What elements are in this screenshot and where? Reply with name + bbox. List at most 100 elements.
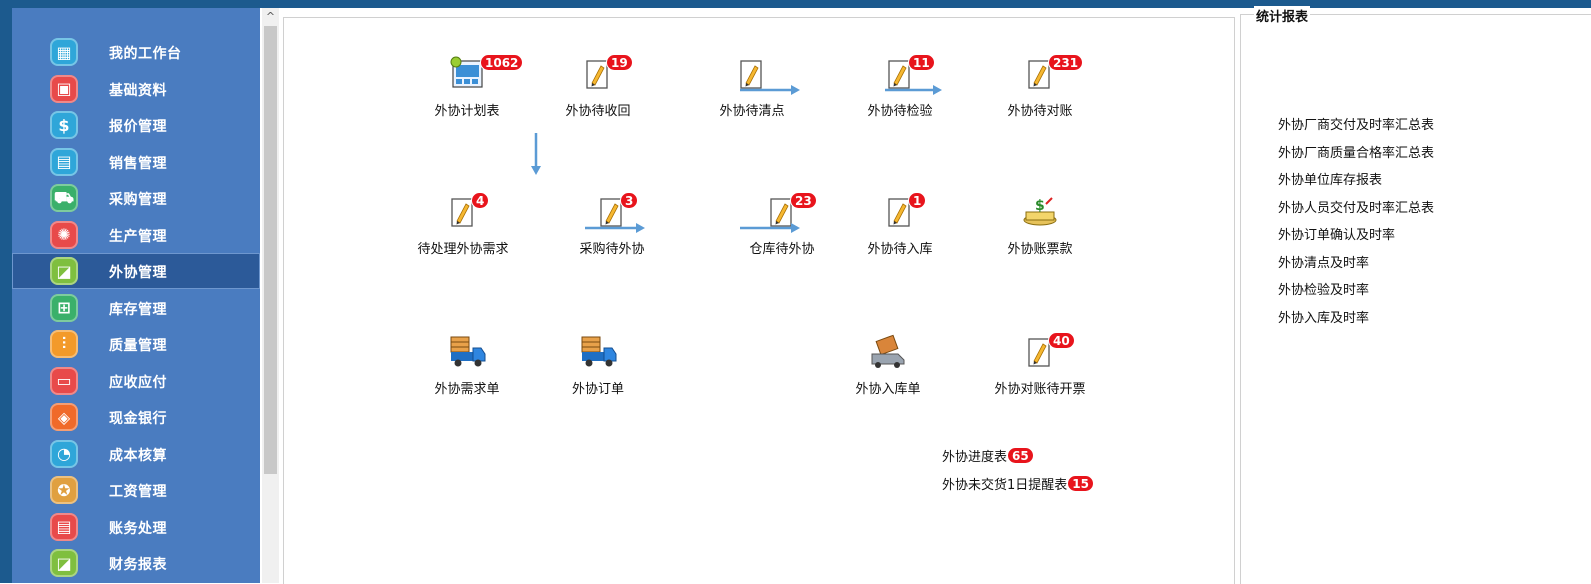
sidebar-item-label: 账务处理 — [109, 520, 167, 537]
flow-node-count[interactable]: 外协待清点 — [682, 54, 822, 124]
count-badge: 1062 — [480, 54, 524, 71]
report-item[interactable]: 外协厂商质量合格率汇总表 — [1278, 145, 1435, 161]
count-badge: 231 — [1048, 54, 1084, 71]
count-badge: 65 — [1007, 447, 1034, 464]
sidebar-item-11[interactable]: ◔ 成本核算 — [12, 436, 260, 472]
flow-node-warehouse[interactable]: 23 仓库待外协 — [712, 192, 852, 262]
sidebar-item-2[interactable]: $ 报价管理 — [12, 107, 260, 143]
sidebar-item-1[interactable]: ▣基础资料 — [12, 71, 260, 107]
report-item[interactable]: 外协入库及时率 — [1278, 310, 1370, 326]
flow-node-reconcile[interactable]: 231 外协待对账 — [970, 54, 1110, 124]
sidebar-item-label: 报价管理 — [109, 119, 167, 135]
flow-node-label: 外协需求单 — [434, 382, 500, 397]
count-badge: 19 — [606, 54, 633, 71]
truck-icon — [447, 334, 487, 372]
flow-node-label: 待处理外协需求 — [417, 242, 509, 257]
reports-panel — [1240, 14, 1591, 584]
calendar-icon: ▤ — [50, 147, 78, 176]
award-icon: ✪ — [50, 476, 78, 504]
svg-text:$: $ — [1035, 198, 1045, 214]
count-badge: 1 — [908, 192, 927, 209]
sidebar-item-0[interactable]: ▦ 我的工作台 — [12, 34, 260, 70]
sidebar-item-10[interactable]: ◈现金银行 — [12, 399, 260, 435]
flow-node-purchase[interactable]: 3 采购待外协 — [542, 192, 682, 262]
sidebar-item-label: 销售管理 — [109, 155, 167, 172]
flow-node-label: 外协待检验 — [867, 104, 933, 119]
flow-node-bills[interactable]: $ 外协账票款 — [970, 192, 1110, 262]
report-item[interactable]: 外协单位库存报表 — [1278, 173, 1383, 188]
flow-node-inbound[interactable]: 外协入库单 — [818, 332, 958, 402]
sidebar-item-label: 工资管理 — [109, 484, 167, 500]
sidebar-item-7[interactable]: ⊞ 库存管理 — [12, 290, 260, 326]
count-badge: 3 — [620, 192, 639, 209]
document-edit-icon — [451, 198, 475, 232]
count-badge: 15 — [1067, 475, 1094, 492]
store-icon: ▦ — [50, 38, 78, 66]
ticket-icon: ◈ — [50, 403, 78, 431]
flow-arrow-icon — [885, 85, 942, 95]
sidebar-item-14[interactable]: ◪财务报表 — [12, 545, 260, 581]
sidebar-item-8[interactable]: ⫶质量管理 — [12, 326, 260, 362]
sidebar-item-3[interactable]: ▤ 销售管理 — [12, 144, 260, 180]
flow-node-recv[interactable]: 19 外协待收回 — [528, 54, 668, 124]
dollar-icon: $ — [50, 111, 78, 139]
flow-node-order[interactable]: 外协订单 — [528, 332, 668, 402]
grid-icon: ⊞ — [50, 293, 78, 322]
sidebar-item-13[interactable]: ▤ 账务处理 — [12, 509, 260, 545]
flow-node-label: 外协待收回 — [565, 104, 631, 119]
sidebar-item-6[interactable]: ◪ 外协管理 — [12, 253, 260, 289]
document-edit-icon — [740, 60, 764, 94]
sidebar-item-5[interactable]: ✺生产管理 — [12, 217, 260, 253]
flow-node-plan[interactable]: 1062 外协计划表 — [397, 54, 537, 124]
flow-node-label: 仓库待外协 — [749, 242, 815, 257]
sidebar-item-4[interactable]: ⛟ 采购管理 — [12, 180, 260, 216]
sidebar-item-label: 我的工作台 — [109, 46, 182, 62]
sliders-icon: ⫶ — [50, 330, 78, 358]
scroll-up-arrow-icon[interactable]: ^ — [265, 10, 276, 23]
flow-node-label: 外协待清点 — [719, 104, 785, 119]
flow-node-stockin[interactable]: 1 外协待入库 — [830, 192, 970, 262]
truck-icon: ⛟ — [50, 184, 78, 212]
document-edit-icon — [1028, 338, 1052, 372]
flow-node-pending[interactable]: 4 待处理外协需求 — [393, 192, 533, 262]
window-left-border — [0, 0, 12, 583]
count-badge: 40 — [1048, 332, 1075, 349]
sidebar-item-label: 采购管理 — [109, 192, 167, 208]
flow-node-label: 外协计划表 — [434, 104, 500, 119]
flow-node-inspect[interactable]: 11 外协待检验 — [830, 54, 970, 124]
report-item[interactable]: 外协人员交付及时率汇总表 — [1278, 200, 1435, 216]
flow-node-label: 外协待对账 — [1007, 104, 1073, 119]
sidebar-item-label: 外协管理 — [109, 265, 167, 281]
plan-icon — [450, 56, 484, 94]
gear-icon: ✺ — [50, 220, 78, 249]
sidebar-item-12[interactable]: ✪ 工资管理 — [12, 472, 260, 508]
delivery-icon — [868, 334, 908, 372]
flow-arrow-icon — [740, 85, 800, 95]
report-item[interactable]: 外协检验及时率 — [1278, 283, 1370, 298]
count-badge: 11 — [908, 54, 935, 71]
count-badge: 4 — [471, 192, 490, 209]
flow-node-demand[interactable]: 外协需求单 — [397, 332, 537, 402]
document-icon: ▤ — [50, 512, 78, 541]
sidebar-item-label: 成本核算 — [109, 447, 167, 464]
report-item[interactable]: 外协厂商交付及时率汇总表 — [1278, 118, 1435, 133]
flow-node-label: 外协账票款 — [1007, 242, 1073, 257]
flow-node-label: 外协订单 — [571, 382, 624, 397]
report-item[interactable]: 外协订单确认及时率 — [1278, 228, 1396, 243]
flow-node-label: 外协待入库 — [867, 242, 933, 257]
scrollbar-thumb[interactable] — [264, 26, 277, 474]
sidebar-item-9[interactable]: ▭应收应付 — [12, 363, 260, 399]
report-icon: ◪ — [50, 549, 78, 577]
pie-icon: ◔ — [50, 439, 78, 468]
report-item[interactable]: 外协清点及时率 — [1278, 255, 1370, 271]
flow-node-label: 采购待外协 — [579, 242, 645, 257]
chart-icon: ◪ — [50, 257, 78, 285]
flow-arrow-icon — [531, 133, 541, 175]
sidebar-item-label: 应收应付 — [109, 374, 167, 391]
sidebar-item-label: 库存管理 — [109, 301, 167, 318]
count-badge: 23 — [790, 192, 817, 209]
